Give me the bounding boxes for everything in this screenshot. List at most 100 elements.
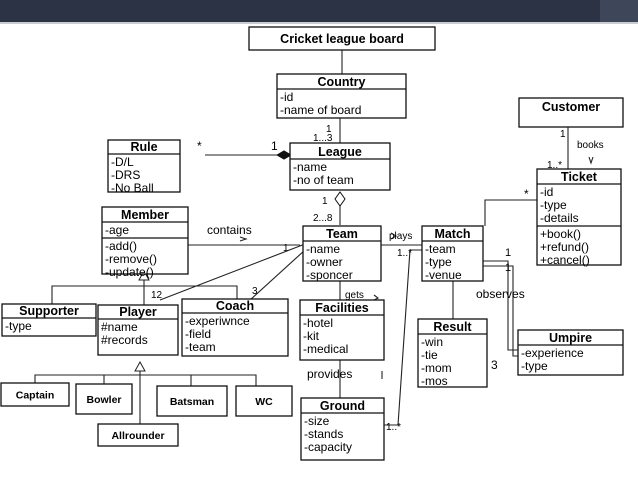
class-attribute: -medical [303,342,348,356]
mult-ticket-1star: 1..* [547,160,562,171]
class-title-member: Member [121,208,169,222]
class-rule: Rule-D/L-DRS-No Ball [107,139,181,195]
class-country: Country-id-name of board [276,73,407,119]
class-attribute: -DRS [111,168,140,182]
class-title-umpire: Umpire [549,331,592,345]
class-attribute: -venue [425,268,462,282]
class-facilities: Facilities-hotel-kit-medical [299,299,385,361]
class-box-team [302,225,382,282]
class-attribute: -hotel [303,316,333,330]
class-method: +refund() [540,240,589,254]
edge-player-subtypes [34,374,257,386]
mult-team-2-8: 2...8 [313,213,333,224]
class-box-result [417,318,488,388]
class-method: -add() [105,239,137,253]
class-attribute: -experiwnce [185,314,250,328]
class-title-match: Match [434,227,470,241]
contains-arrow-icon [239,236,248,242]
class-attribute: -name [306,242,340,256]
class-attribute: -experience [521,346,584,360]
association-lines [34,50,594,426]
class-captain: Captain [0,382,70,407]
class-attribute: #records [101,333,148,347]
mult-player-12: 12 [151,290,163,301]
edge-match-umpire-b [481,265,518,357]
class-box-rule [107,139,181,193]
mult-coach-3: 3 [252,286,258,297]
mult-match-1b: 1 [505,262,511,274]
class-batsman: Batsman [156,385,228,417]
class-attribute: -team [185,340,216,354]
class-attribute: -team [425,242,456,256]
class-title-allrounder: Allrounder [111,430,164,442]
mult-league-1-3: 1...3 [313,133,333,144]
class-attribute: -id [540,185,553,199]
class-attribute: -no of team [293,173,354,187]
label-contains: contains [207,223,252,237]
mult-ticket-star: * [524,187,529,201]
class-allrounder: Allrounder [97,423,179,447]
class-box-ticket [536,168,622,266]
class-title-rule: Rule [130,140,157,154]
class-box-allrounder [97,423,179,447]
class-box-supporter [1,303,97,337]
mult-league-1: 1 [271,139,278,153]
class-method: +cancel() [540,253,590,267]
class-title-facilities: Facilities [315,301,369,315]
class-title-league: League [318,145,362,159]
label-gets: gets [345,290,364,301]
mult-match-1star: 1..* [397,248,412,259]
class-attribute: -name of board [280,103,361,117]
class-box-member [101,206,189,275]
edge-match-ground [384,249,423,426]
gets-arrow-icon [373,294,380,301]
class-coach: Coach-experiwnce-field-team [181,298,289,357]
class-member: Member-age-add()-remove()-update() [101,206,189,279]
books-arrow-icon [588,156,594,165]
class-title-bowler: Bowler [86,394,121,406]
edge-team-coach [249,249,306,301]
class-box-umpire [517,329,624,376]
class-attribute: -type [521,359,548,373]
mult-rule-star: * [197,139,202,153]
class-supporter: Supporter-type [1,303,97,337]
class-title-captain: Captain [16,389,55,401]
class-attribute: -win [421,335,443,349]
class-box-match [421,225,484,282]
class-method: +book() [540,227,581,241]
class-ground: Ground-size-stands-capacity [300,397,385,461]
class-attribute: -tie [421,348,438,362]
mult-country-1: 1 [326,124,332,135]
class-attribute: -capacity [304,440,352,454]
class-attribute: -name [293,160,327,174]
plays-arrow-icon [390,232,398,240]
mult-match-1a: 1 [505,247,511,259]
class-box-coach [181,298,289,357]
class-title-ground: Ground [320,399,365,413]
mult-ground-1star: 1..* [386,422,401,433]
class-box-customer [518,97,624,128]
class-team: Team-name-owner-sponcer [302,225,382,282]
composition-diamond-icon [275,150,293,160]
class-bowler: Bowler [75,383,133,415]
header-band [0,0,600,22]
class-method: -remove() [105,252,157,266]
edge-team-player [159,243,306,301]
class-league: League-name-no of team [289,142,391,191]
class-title-result: Result [433,320,472,334]
class-box-ground [300,397,385,461]
header-shadow [0,22,638,24]
class-attribute: -type [540,198,567,212]
mult-result-3: 3 [491,358,498,372]
class-attribute: -field [185,327,211,341]
class-title-wc: WC [255,396,273,408]
class-attribute: -stands [304,427,343,441]
class-attribute: -id [280,90,293,104]
class-title-player: Player [119,305,157,319]
class-player: Player#name#records [97,304,179,356]
class-umpire: Umpire-experience-type [517,329,624,376]
class-attribute: -type [425,255,452,269]
